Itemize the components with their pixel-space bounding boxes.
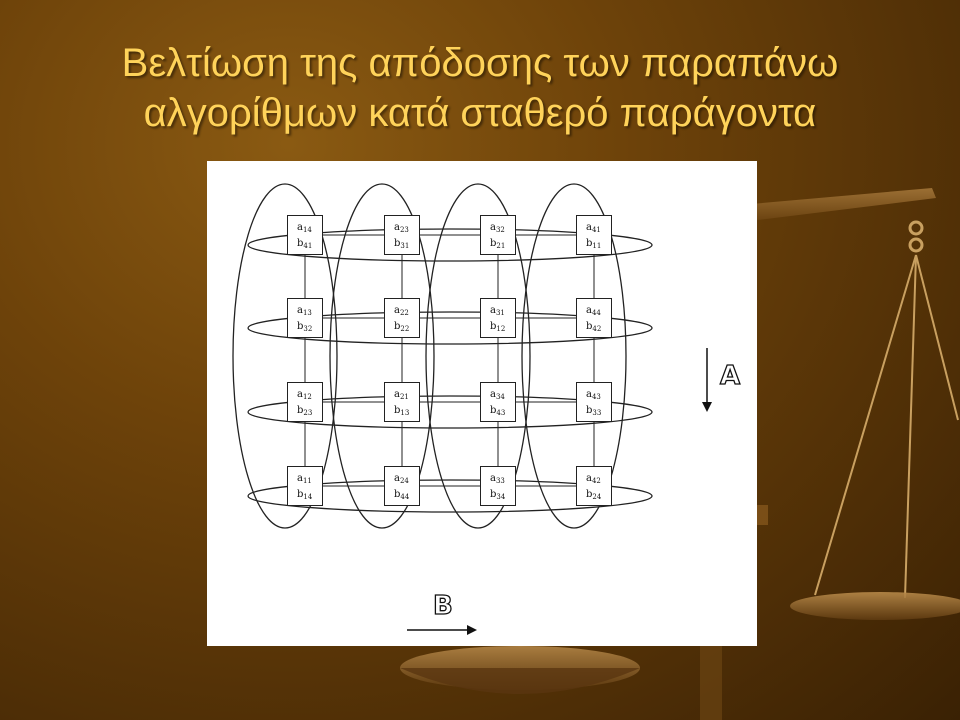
node-b-label: b13	[394, 405, 410, 417]
node-a-label: a42	[586, 473, 601, 485]
node-b-label: b14	[297, 489, 313, 501]
node-a-label: a24	[394, 473, 409, 485]
node-b-label: b44	[394, 489, 410, 501]
node-a-label: a44	[586, 305, 601, 317]
arrow-a-label: A	[719, 361, 741, 391]
arrow-b-right	[407, 625, 477, 635]
node-a-label: a13	[297, 305, 312, 317]
node-a-label: a34	[490, 389, 505, 401]
slide-title-line-1: Βελτίωση της απόδοσης των παραπάνω	[121, 41, 839, 85]
node-a-label: a22	[394, 305, 409, 317]
node-b-label: b23	[297, 405, 313, 417]
node-a-label: a12	[297, 389, 312, 401]
row-ring-2	[247, 311, 653, 345]
node-a-label: a21	[394, 389, 409, 401]
slide-title-line-2: αλγορίθμων κατά σταθερό παράγοντα	[143, 91, 817, 135]
column-ring-4	[521, 183, 627, 529]
row-ring-4	[247, 479, 653, 513]
node-a-label: a23	[394, 222, 409, 234]
grid-wiring	[232, 183, 653, 529]
row-ring-1	[247, 228, 653, 262]
node-b-label: b32	[297, 321, 313, 333]
column-ring-3	[425, 183, 531, 529]
node-a-label: a11	[297, 473, 312, 485]
column-ring-2	[329, 183, 435, 529]
node-a-label: a33	[490, 473, 505, 485]
node-b-label: b31	[394, 238, 410, 250]
column-ring-1	[232, 183, 338, 529]
node-a-label: a32	[490, 222, 505, 234]
slide-title: Βελτίωση της απόδοσης των παραπάνω αλγορ…	[0, 38, 960, 138]
node-b-label: b21	[490, 238, 506, 250]
node-b-label: b11	[586, 238, 602, 250]
arrow-a-down	[702, 348, 712, 412]
node-b-label: b43	[490, 405, 506, 417]
node-b-label: b41	[297, 238, 313, 250]
node-b-label: b12	[490, 321, 506, 333]
node-a-label: a43	[586, 389, 601, 401]
node-b-label: b34	[490, 489, 506, 501]
node-a-label: a31	[490, 305, 505, 317]
node-b-label: b42	[586, 321, 602, 333]
node-b-label: b24	[586, 489, 602, 501]
arrow-b-label: B	[432, 591, 453, 621]
node-b-label: b33	[586, 405, 602, 417]
row-ring-3	[247, 395, 653, 429]
node-a-label: a14	[297, 222, 312, 234]
node-a-label: a41	[586, 222, 601, 234]
node-b-label: b22	[394, 321, 410, 333]
